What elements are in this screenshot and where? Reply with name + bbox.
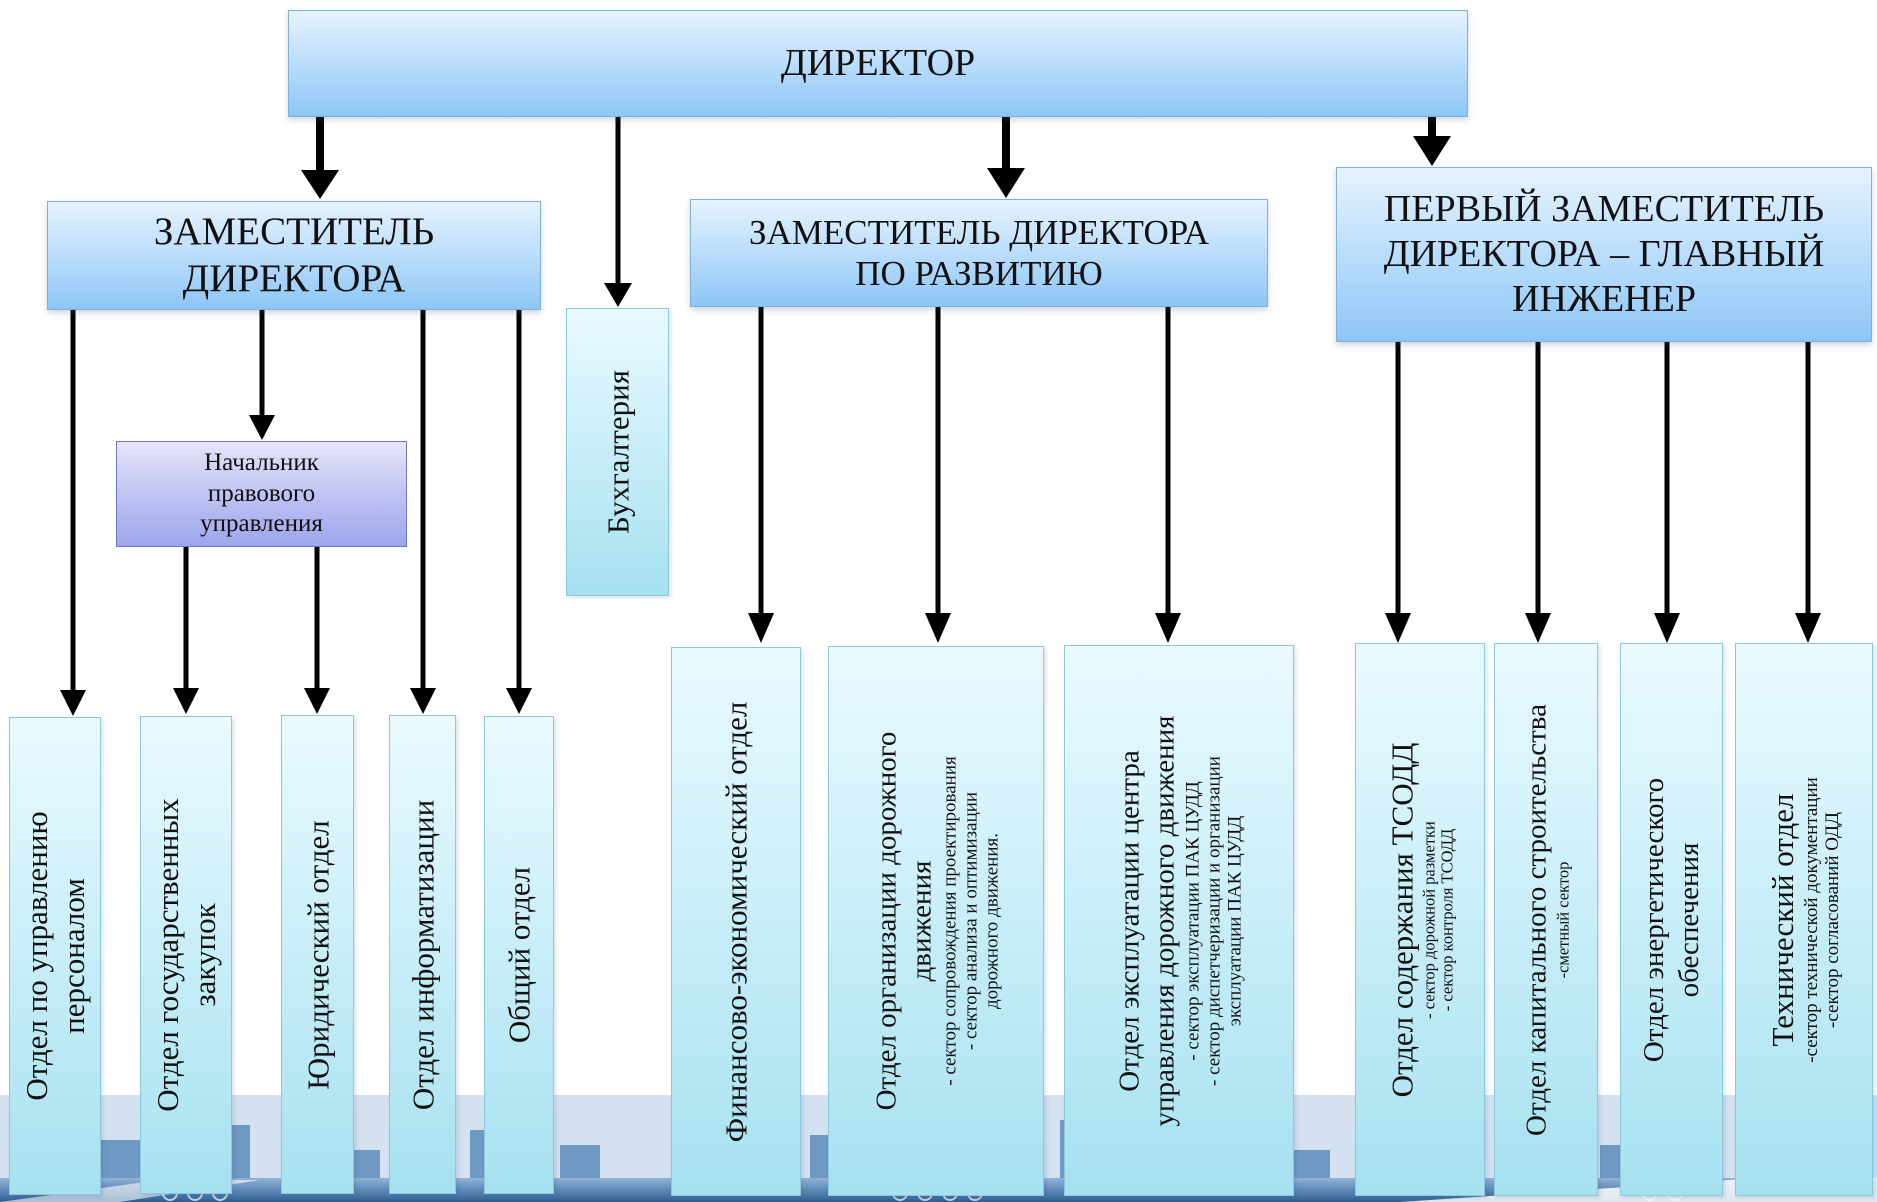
deputy-development-line-2: ПО РАЗВИТИЮ <box>855 254 1103 293</box>
dept-it: Отдел информатизации <box>389 715 456 1194</box>
dept-personnel-line-2: персоналом <box>56 878 91 1034</box>
dept-traffic-org-sector-3: дорожного движения. <box>981 832 1003 1010</box>
dept-procurement: Отдел государственных закупок <box>140 716 232 1194</box>
dept-capital: Отдел капитального строительства -сметны… <box>1494 643 1598 1196</box>
legal-head-line-1: Начальник <box>204 449 319 477</box>
director-box: ДИРЕКТОР <box>288 10 1468 117</box>
first-deputy-box: ПЕРВЫЙ ЗАМЕСТИТЕЛЬ ДИРЕКТОРА – ГЛАВНЫЙ И… <box>1336 167 1872 342</box>
deputy-director-line-2: ДИРЕКТОРА <box>182 256 406 300</box>
dept-traffic-center-title-2: управления дорожного движения <box>1148 714 1181 1127</box>
dept-energy-line-2: обеспечения <box>1672 842 1705 997</box>
dept-general-label: Общий отдел <box>501 866 537 1044</box>
dept-technical-sector-2: -сектор согласований ОДД <box>1822 811 1844 1028</box>
dept-energy-line-1: Отдел энергетического <box>1637 777 1670 1062</box>
dept-legal-label: Юридический отдел <box>299 819 335 1090</box>
director-label: ДИРЕКТОР <box>780 42 976 85</box>
dept-traffic-org-sector-2: - сектор анализа и оптимизации <box>960 791 982 1051</box>
dept-tsodd: Отдел содержания ТСОДД - сектор дорожной… <box>1355 643 1485 1196</box>
dept-technical-sector-1: -сектор технической документации <box>1801 776 1823 1063</box>
deputy-director-line-1: ЗАМЕСТИТЕЛЬ <box>153 210 435 254</box>
dept-procurement-line-1: Отдел государственных <box>149 798 185 1112</box>
dept-traffic-center-sector-3: эксплуатации ПАК ЦУДД <box>1224 815 1246 1026</box>
dept-personnel-line-1: Отдел по управлению <box>18 811 54 1101</box>
dept-capital-sector-1: -сметный сектор <box>1553 861 1573 978</box>
dept-traffic-org-title-2: движения <box>905 860 938 982</box>
dept-traffic-center: Отдел эксплуатации центра управления дор… <box>1064 645 1294 1196</box>
dept-technical: Технический отдел -сектор технической до… <box>1735 643 1873 1196</box>
dept-traffic-center-sector-1: - сектор эксплуатации ПАК ЦУДД <box>1181 780 1203 1061</box>
dept-capital-title: Отдел капитального строительства <box>1520 703 1553 1136</box>
dept-traffic-org: Отдел организации дорожного движения - с… <box>828 646 1044 1196</box>
dept-traffic-center-sector-2: - сектор диспетчеризации и организации <box>1203 755 1225 1086</box>
dept-legal: Юридический отдел <box>281 715 354 1194</box>
first-deputy-line-3: ИНЖЕНЕР <box>1512 277 1696 320</box>
dept-technical-title: Технический отдел <box>1765 793 1801 1046</box>
dept-tsodd-sector-2: - сектор контроля ТСОДД <box>1437 828 1457 1011</box>
dept-it-label: Отдел информатизации <box>404 799 440 1110</box>
dept-traffic-org-sector-1: - сектор сопровождения проектирования <box>938 756 960 1086</box>
accounting-label: Бухгалтерия <box>599 370 635 534</box>
legal-head-box: Начальник правового управления <box>116 441 407 547</box>
first-deputy-line-2: ДИРЕКТОРА – ГЛАВНЫЙ <box>1383 233 1825 276</box>
accounting-box: Бухгалтерия <box>566 308 669 596</box>
dept-personnel: Отдел по управлению персоналом <box>9 717 101 1195</box>
dept-finance-label: Финансово-экономический отдел <box>718 701 754 1142</box>
dept-finance: Финансово-экономический отдел <box>671 647 801 1196</box>
legal-head-line-3: управления <box>200 510 323 538</box>
dept-traffic-org-title-1: Отдел организации дорожного <box>870 731 903 1111</box>
legal-head-line-2: правового <box>207 479 316 507</box>
dept-tsodd-title: Отдел содержания ТСОДД <box>1384 742 1420 1097</box>
dept-energy: Отдел энергетического обеспечения <box>1620 643 1723 1196</box>
dept-procurement-line-2: закупок <box>187 903 222 1007</box>
deputy-director-box: ЗАМЕСТИТЕЛЬ ДИРЕКТОРА <box>47 201 541 310</box>
dept-tsodd-sector-1: - сектор дорожной разметки <box>1419 820 1439 1019</box>
dept-general: Общий отдел <box>484 716 554 1194</box>
dept-traffic-center-title-1: Отдел эксплуатации центра <box>1113 749 1146 1092</box>
deputy-development-line-1: ЗАМЕСТИТЕЛЬ ДИРЕКТОРА <box>749 212 1209 252</box>
deputy-development-box: ЗАМЕСТИТЕЛЬ ДИРЕКТОРА ПО РАЗВИТИЮ <box>690 199 1268 307</box>
first-deputy-line-1: ПЕРВЫЙ ЗАМЕСТИТЕЛЬ <box>1383 188 1825 231</box>
